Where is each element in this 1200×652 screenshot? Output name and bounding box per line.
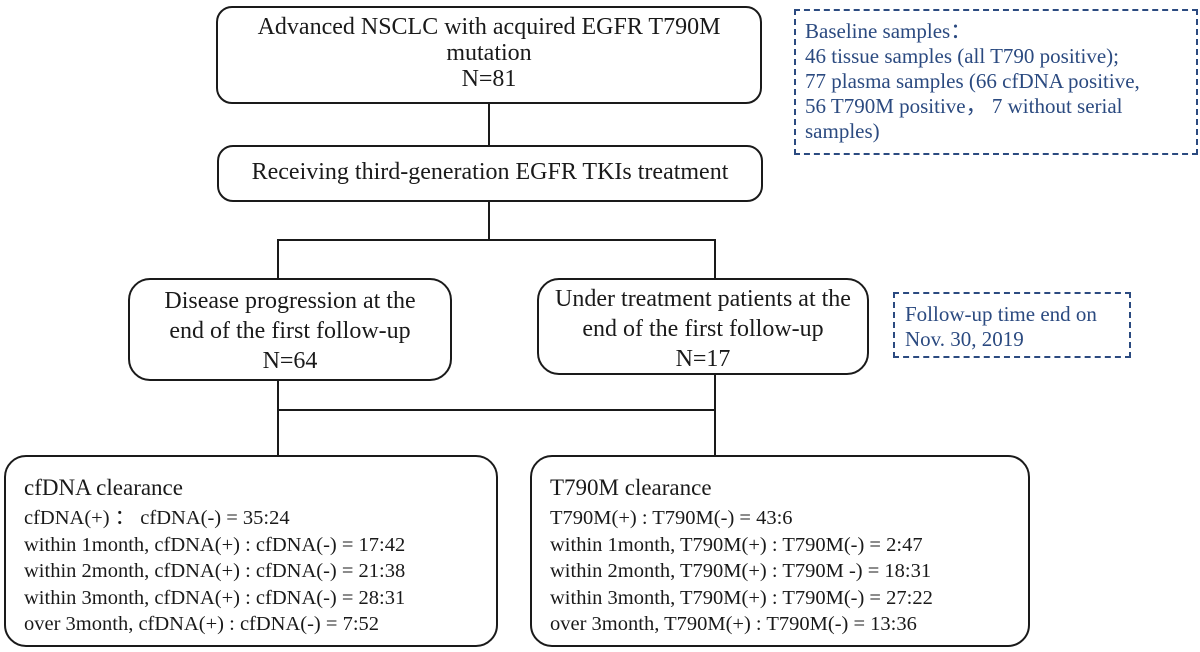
cfdna-row: within 1month, cfDNA(+) : cfDNA(-) = 17:… <box>24 533 406 556</box>
t790m-clearance-box: T790M clearance T790M(+) : T790M(-) = 43… <box>530 455 1030 647</box>
t790m-row: within 1month, T790M(+) : T790M(-) = 2:4… <box>550 533 923 556</box>
connector-treatment-down <box>488 200 490 240</box>
baseline-note-line4: 56 T790M positive， 7 without serial <box>805 94 1123 118</box>
connector-merge-horizontal <box>277 409 716 411</box>
baseline-samples-note: Baseline samples： 46 tissue samples (all… <box>794 9 1198 155</box>
t790m-row: within 2month, T790M(+) : T790M -) = 18:… <box>550 560 932 582</box>
cfdna-clearance-title: cfDNA clearance <box>24 475 183 500</box>
connector-branch-horizontal <box>277 239 716 241</box>
connector-progression-down <box>277 380 279 456</box>
under-treatment-box-n: N=17 <box>675 346 731 372</box>
under-treatment-box-line2: end of the first follow-up <box>582 316 824 342</box>
progression-box-n: N=64 <box>262 348 318 374</box>
cfdna-row: within 2month, cfDNA(+) : cfDNA(-) = 21:… <box>24 560 406 582</box>
baseline-note-line3: 77 plasma samples (66 cfDNA positive, <box>805 69 1140 93</box>
top-box-n: N=81 <box>461 66 517 92</box>
connector-branch-right <box>714 239 716 279</box>
t790m-row: within 3month, T790M(+) : T790M(-) = 27:… <box>550 586 933 609</box>
under-treatment-box: Under treatment patients at the end of t… <box>537 278 869 375</box>
cfdna-row: over 3month, cfDNA(+) : cfDNA(-) = 7:52 <box>24 613 380 635</box>
top-box-line1: Advanced NSCLC with acquired EGFR T790M <box>257 14 721 40</box>
connector-under-treatment-down <box>714 374 716 456</box>
connector-branch-left <box>277 239 279 279</box>
treatment-box: Receiving third-generation EGFR TKIs tre… <box>217 145 763 202</box>
followup-note-line2: Nov. 30, 2019 <box>905 327 1024 351</box>
baseline-note-line5: samples) <box>805 119 880 143</box>
t790m-row: over 3month, T790M(+) : T790M(-) = 13:36 <box>550 613 917 635</box>
baseline-note-line1: Baseline samples： <box>805 19 972 43</box>
followup-note-line1: Follow-up time end on <box>905 302 1097 326</box>
baseline-note-line2: 46 tissue samples (all T790 positive); <box>805 44 1119 68</box>
treatment-box-label: Receiving third-generation EGFR TKIs tre… <box>251 159 729 185</box>
cfdna-row: within 3month, cfDNA(+) : cfDNA(-) = 28:… <box>24 586 406 609</box>
top-box: Advanced NSCLC with acquired EGFR T790M … <box>216 6 762 104</box>
connector-top-to-treatment <box>488 102 490 146</box>
under-treatment-box-line1: Under treatment patients at the <box>555 286 851 312</box>
progression-box-line1: Disease progression at the <box>164 288 416 314</box>
cfdna-row: cfDNA(+) ： cfDNA(-) = 35:24 <box>24 507 290 529</box>
t790m-row: T790M(+) : T790M(-) = 43:6 <box>550 507 793 529</box>
progression-box: Disease progression at the end of the fi… <box>128 278 452 381</box>
cfdna-clearance-box: cfDNA clearance cfDNA(+) ： cfDNA(-) = 35… <box>4 455 498 647</box>
t790m-clearance-title: T790M clearance <box>550 475 712 500</box>
followup-note: Follow-up time end on Nov. 30, 2019 <box>893 292 1131 358</box>
progression-box-line2: end of the first follow-up <box>169 318 411 344</box>
top-box-line2: mutation <box>446 40 532 66</box>
